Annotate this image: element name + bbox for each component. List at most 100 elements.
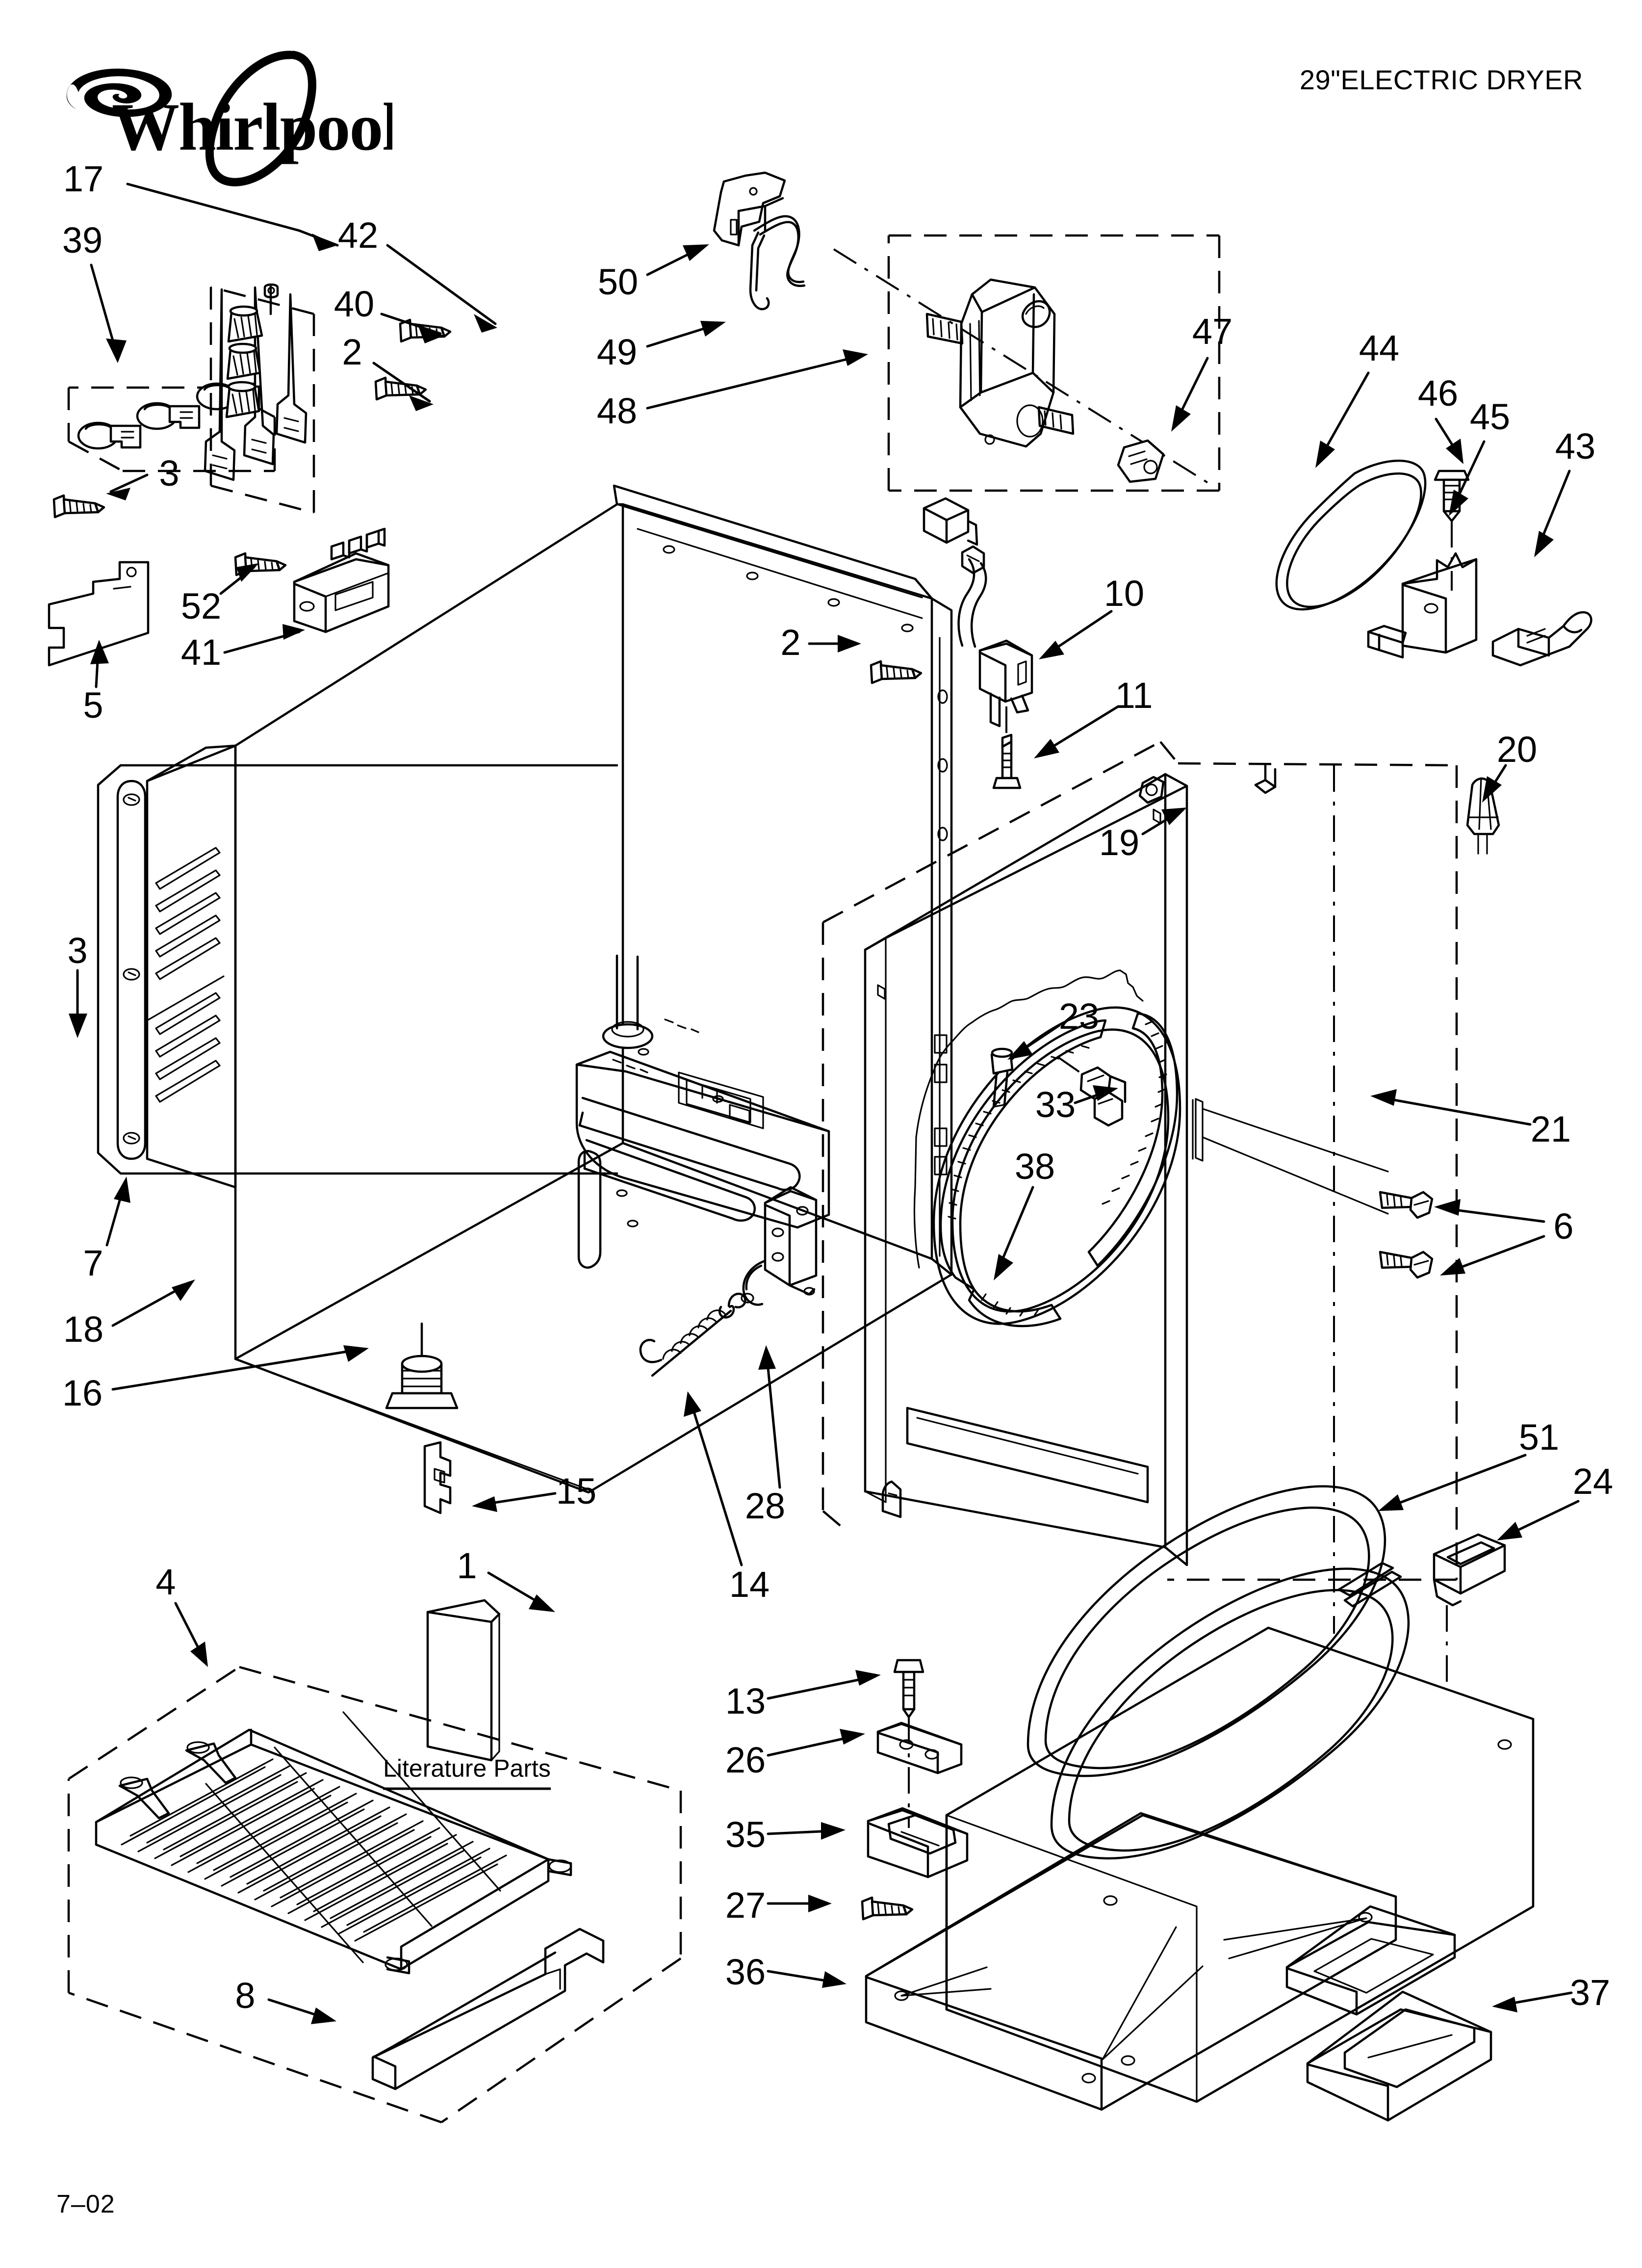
whirlpool-swirl-icon <box>66 68 172 117</box>
callout-number-3: 3 <box>159 453 180 494</box>
motor-clip-47 <box>1117 439 1165 483</box>
door-catch-35 <box>867 1807 969 1878</box>
revision-date: 7–02 <box>56 2190 115 2218</box>
terminal-cone <box>225 381 260 418</box>
drum-seal-38 <box>939 1012 1179 1328</box>
callout-number-8: 8 <box>235 1975 256 2016</box>
callout-number-48: 48 <box>596 391 638 431</box>
heater-element-assembly-4 <box>67 1666 682 2124</box>
door-assembly-51 <box>945 1485 1535 2103</box>
motor-assembly-48 <box>833 234 1221 492</box>
terminal-cone <box>227 305 263 343</box>
door-switch-10 <box>923 497 1033 728</box>
screw-52 <box>234 552 287 576</box>
callout-number-37: 37 <box>1569 1972 1611 2013</box>
louver-vents-lower <box>155 992 221 1103</box>
screw-6-lower <box>1379 1251 1434 1279</box>
screw-3-upper <box>52 494 105 519</box>
door-hinge-36 <box>865 1812 1397 2111</box>
callout-number-36: 36 <box>725 1952 766 1992</box>
callout-number-7: 7 <box>83 1243 103 1283</box>
callout-number-38: 38 <box>1014 1146 1055 1187</box>
terminal-cone <box>226 342 261 380</box>
door-strike-23 <box>990 1047 1014 1108</box>
door-catch-insert-24 <box>1433 1533 1506 1688</box>
callout-number-17: 17 <box>63 158 104 199</box>
callout-number-50: 50 <box>597 261 639 302</box>
callout-number-3: 3 <box>67 930 88 971</box>
cabinet-left-side-panel-7 <box>97 744 618 1189</box>
motor-bracket-50 <box>713 171 786 247</box>
leader-lines <box>69 182 1580 2024</box>
louver-vents-upper <box>155 847 221 980</box>
callout-number-20: 20 <box>1496 729 1538 770</box>
callout-number-5: 5 <box>83 685 103 726</box>
callout-number-26: 26 <box>725 1740 766 1780</box>
motor-clamp-49 <box>749 215 806 311</box>
model-title: 29"ELECTRIC DRYER <box>1299 64 1583 95</box>
front-panel-19 <box>821 741 1458 1634</box>
callout-number-11: 11 <box>1115 675 1153 716</box>
callout-number-42: 42 <box>337 215 379 256</box>
callout-number-19: 19 <box>1099 822 1140 863</box>
callout-number-33: 33 <box>1035 1084 1076 1125</box>
screw-46 <box>1434 469 1470 591</box>
screw-13 <box>893 1659 924 1828</box>
bracket-5 <box>48 561 150 667</box>
callout-number-46: 46 <box>1417 373 1459 414</box>
callout-number-18: 18 <box>63 1309 104 1350</box>
screw-6-upper <box>1379 1191 1434 1219</box>
literature-parts-label: Literature Parts <box>383 1754 551 1793</box>
clip-15 <box>423 1441 452 1514</box>
drum-belt-44 <box>1275 459 1427 611</box>
terminal-clip-43 <box>1491 611 1592 667</box>
grommet-part <box>136 402 201 430</box>
callout-number-14: 14 <box>729 1564 770 1605</box>
callout-number-2: 2 <box>342 332 362 372</box>
callout-number-23: 23 <box>1058 996 1100 1037</box>
screw-42 <box>399 318 452 343</box>
harness-board-17 <box>204 283 315 514</box>
callout-number-43: 43 <box>1555 426 1596 467</box>
heater-bracket-8 <box>371 1928 605 2090</box>
bulkhead-assembly <box>575 954 830 1269</box>
whirlpool-logo: Whirlpool <box>49 44 392 186</box>
callout-number-2: 2 <box>780 622 801 663</box>
grommet-part <box>77 421 142 450</box>
idler-bracket-28 <box>741 1186 818 1306</box>
idler-bracket-45 <box>1367 552 1478 659</box>
screw-40 <box>374 376 427 401</box>
callout-number-4: 4 <box>155 1562 176 1602</box>
hinge-plate-26 <box>876 1721 963 1774</box>
whirlpool-ellipse-icon <box>205 51 316 186</box>
callout-number-45: 45 <box>1469 396 1511 437</box>
callout-number-49: 49 <box>596 332 638 372</box>
callout-number-39: 39 <box>62 220 103 261</box>
idler-spring-14 <box>639 1292 746 1377</box>
wire-assembly <box>204 283 308 481</box>
callout-number-40: 40 <box>334 284 375 324</box>
callout-number-15: 15 <box>556 1471 597 1512</box>
spring-coils <box>639 1305 735 1363</box>
callout-number-47: 47 <box>1192 311 1233 352</box>
leveling-leg-16 <box>385 1322 459 1409</box>
callout-number-24: 24 <box>1572 1461 1614 1502</box>
callout-number-21: 21 <box>1530 1109 1571 1149</box>
grommet-part <box>196 382 260 411</box>
literature-booklet-1 <box>426 1599 501 1762</box>
screw-2-center <box>870 660 923 684</box>
cabinet-main-body <box>234 484 953 1494</box>
callout-number-1: 1 <box>457 1545 477 1586</box>
heater-coil-grid <box>121 1711 507 1963</box>
callout-number-44: 44 <box>1359 328 1400 368</box>
callout-number-27: 27 <box>725 1885 766 1926</box>
callout-number-52: 52 <box>180 586 222 626</box>
callout-number-41: 41 <box>180 632 222 673</box>
callout-number-51: 51 <box>1518 1417 1560 1458</box>
callout-number-28: 28 <box>744 1486 786 1526</box>
callout-number-10: 10 <box>1103 573 1145 614</box>
screw-11 <box>992 706 1022 789</box>
screw-27 <box>861 1896 914 1921</box>
callout-number-13: 13 <box>725 1681 766 1721</box>
